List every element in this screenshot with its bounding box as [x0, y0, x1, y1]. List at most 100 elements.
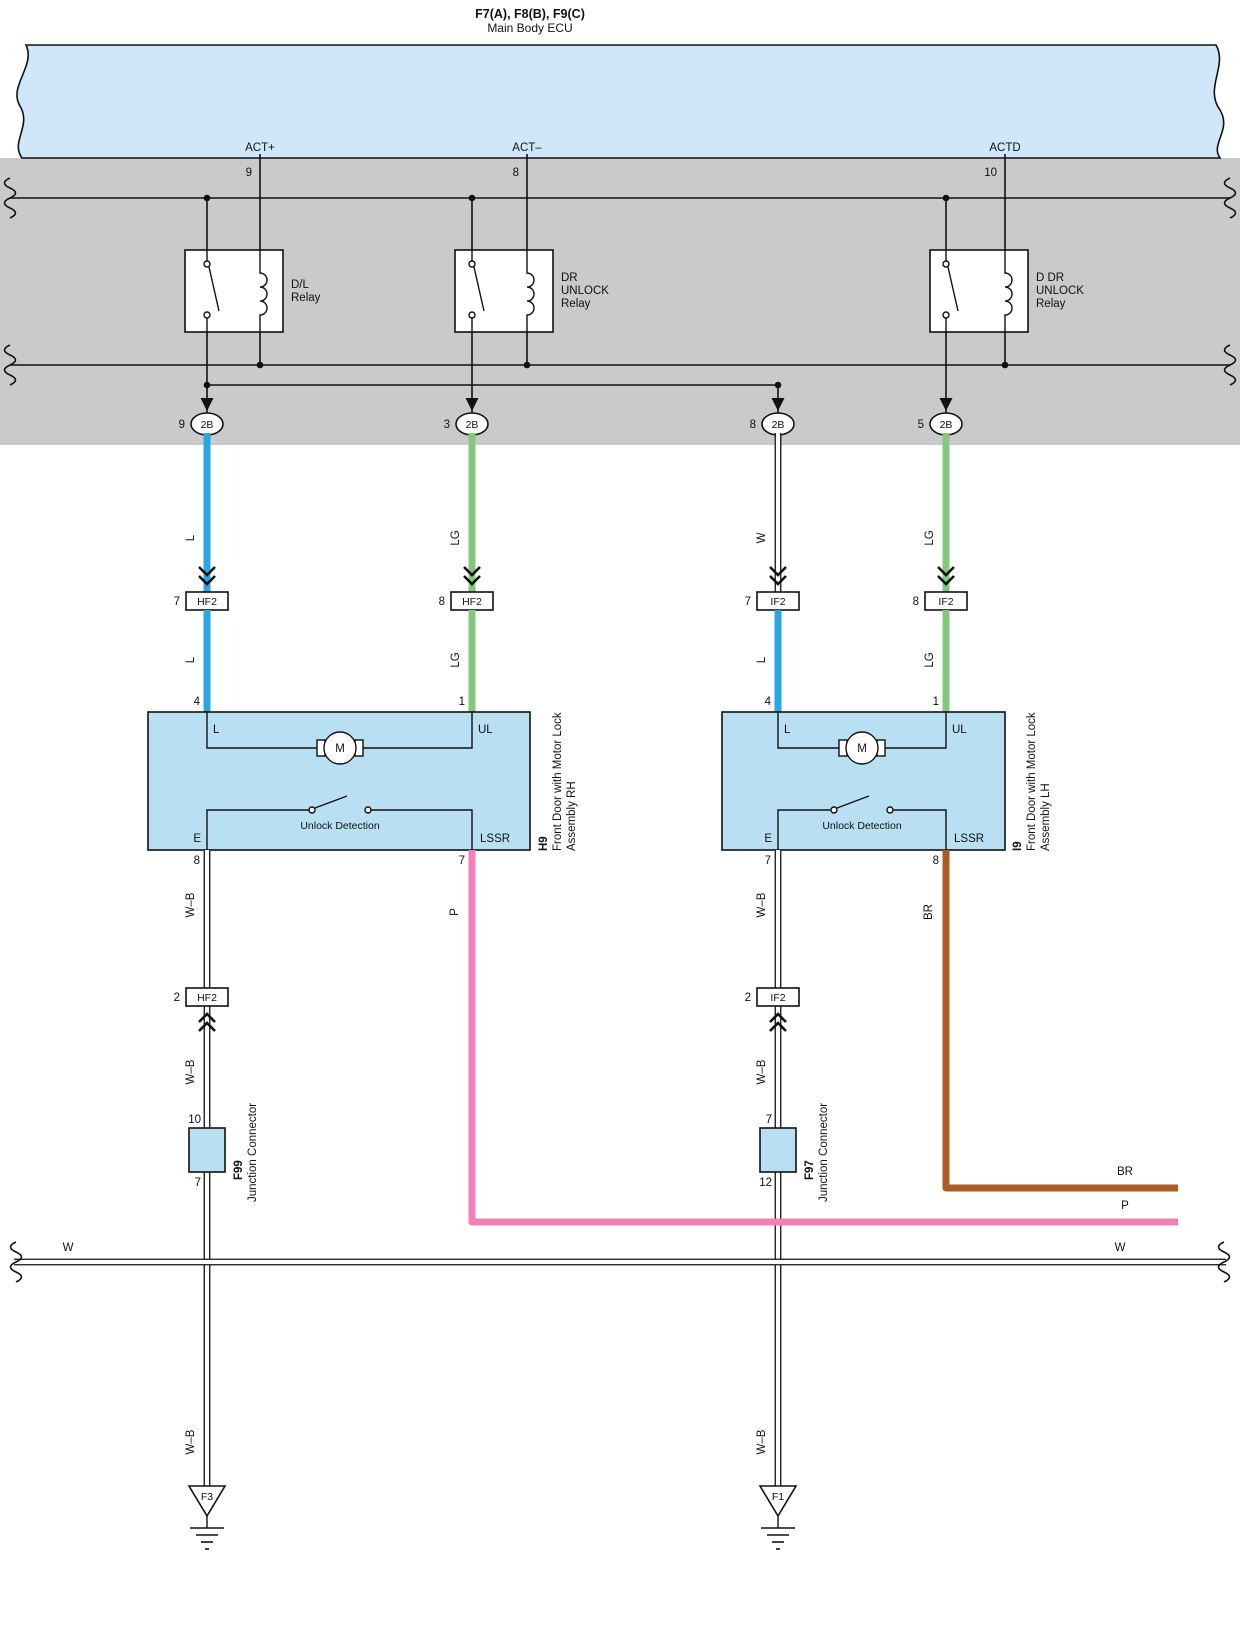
break-symbol [1223, 177, 1237, 219]
connector-2b-label: 2B [201, 419, 214, 431]
connector-label: HF2 [462, 596, 482, 608]
switch-blade [314, 795, 348, 809]
connector-label: IF2 [938, 596, 953, 608]
branch-wire-br [942, 850, 1178, 1192]
unlock-detection-label: Unlock Detection [300, 820, 380, 832]
connector-label: IF2 [770, 596, 785, 608]
connector-if2 [756, 987, 800, 1007]
wire-color-label: BR [1117, 1166, 1133, 1178]
earth-ground-icon [761, 1516, 795, 1550]
component-name: Junction Connector [247, 1103, 259, 1202]
dr-unlock-relay: DR UNLOCK Relay [454, 249, 609, 333]
ecu-connector-codes: F7(A), F8(B), F9(C) [475, 7, 585, 21]
component-id: F99 [233, 1160, 245, 1180]
door-assembly-lh: M Unlock Detection L UL E LSSR I9 Front … [721, 711, 1052, 867]
junction-dot [942, 194, 950, 202]
down-arrow-icon [771, 398, 785, 411]
relay-contact [942, 311, 950, 319]
terminal-label: E [764, 833, 772, 845]
wire-color-label: W–B [756, 1059, 768, 1084]
down-arrow-icon [200, 398, 214, 411]
relay-contact [468, 311, 476, 319]
relay-label: Relay [1036, 298, 1066, 310]
connector-2b-pin: 8 [750, 419, 756, 431]
branch-wire-p [468, 850, 1178, 1226]
connector-2b-label: 2B [940, 419, 953, 431]
ecu-pin-labels: ACT+ ACT– ACTD 9 8 10 [245, 142, 1021, 179]
upper-harness-wires: HF2 HF2 IF2 IF2 7 8 7 8 L LG W LG L LG L… [174, 433, 968, 712]
break-symbol [3, 177, 17, 219]
door-pin-number: 1 [459, 696, 465, 708]
connector-hf2 [185, 987, 229, 1007]
d-dr-unlock-relay: D DR UNLOCK Relay [929, 249, 1084, 333]
motor-label: M [335, 743, 345, 755]
connector-direction-arrow-up [769, 1021, 787, 1032]
break-symbol [1217, 1241, 1231, 1283]
door-pin-number: 1 [933, 696, 939, 708]
terminal-label: E [193, 833, 201, 845]
wire-color-label: BR [923, 904, 935, 920]
earth-ground-icon [190, 1516, 224, 1550]
junction-dot [203, 194, 211, 202]
relay-label: UNLOCK [561, 285, 609, 297]
pin-actd-label: ACTD [989, 142, 1020, 154]
relay-label: UNLOCK [1036, 285, 1084, 297]
pin-act-minus-label: ACT– [512, 142, 542, 154]
motor-icon [323, 731, 357, 765]
connector-direction-arrow-up [198, 1021, 216, 1032]
connector-direction-arrow-up [769, 1012, 787, 1023]
ground-run-rh: W–B HF2 2 W–B 10 7 F99 Junction Connecto… [174, 892, 259, 1550]
wire-color-label: LG [924, 652, 936, 667]
component-name: Assembly RH [566, 781, 578, 851]
junction-pin: 12 [759, 1177, 772, 1189]
connector-pin: 8 [913, 596, 919, 608]
ground-point-f1 [758, 1485, 798, 1518]
switch-contact [308, 806, 316, 814]
component-name: Front Door with Motor Lock [552, 712, 564, 851]
component-id: I9 [1012, 841, 1024, 851]
relay-label: D DR [1036, 272, 1064, 284]
relay-coil [1004, 250, 1013, 332]
terminal-label: UL [478, 724, 493, 736]
door-pin-number: 8 [194, 855, 200, 867]
junction-dot [774, 381, 782, 389]
ecu-title: Main Body ECU [487, 21, 572, 35]
bus-wire-w: W W [9, 1241, 1231, 1283]
junction-dot [468, 194, 476, 202]
ground-point-f3 [187, 1485, 227, 1518]
switch-contact [886, 806, 894, 814]
relay-contact [468, 260, 476, 268]
down-arrow-icon [939, 398, 953, 411]
wire-color-label: P [1121, 1200, 1129, 1212]
connector-label: HF2 [197, 992, 217, 1004]
wire-color-label: W–B [185, 1429, 197, 1454]
wire-color-label: W–B [185, 892, 197, 917]
junction-pin: 7 [766, 1114, 772, 1126]
connector-pin: 7 [174, 596, 180, 608]
terminal-label: L [784, 724, 791, 736]
switch-blade [836, 795, 870, 809]
break-symbol [9, 1241, 23, 1283]
junction-dot [1001, 361, 1009, 369]
relay-coil [526, 250, 535, 332]
junction-connector-f99 [188, 1127, 226, 1173]
junction-dot [523, 361, 531, 369]
junction-pin: 10 [188, 1114, 201, 1126]
pin-act-plus-number: 9 [246, 167, 252, 179]
switch-contact [830, 806, 838, 814]
relay-coil [259, 250, 268, 332]
main-body-ecu-block [16, 44, 1225, 159]
door-pin-number: 4 [194, 696, 201, 708]
connector-pin: 2 [174, 992, 180, 1004]
door-pin-number: 4 [765, 696, 772, 708]
ground-point-label: F3 [201, 1491, 213, 1503]
relay-label: Relay [291, 292, 321, 304]
motor-icon [845, 731, 879, 765]
dl-relay: D/L Relay [184, 249, 321, 333]
junction-pin: 7 [195, 1177, 201, 1189]
relay-label: D/L [291, 279, 310, 291]
relay-switch-blade [473, 266, 485, 312]
door-pin-number: 7 [765, 855, 771, 867]
relay-label: DR [561, 272, 578, 284]
